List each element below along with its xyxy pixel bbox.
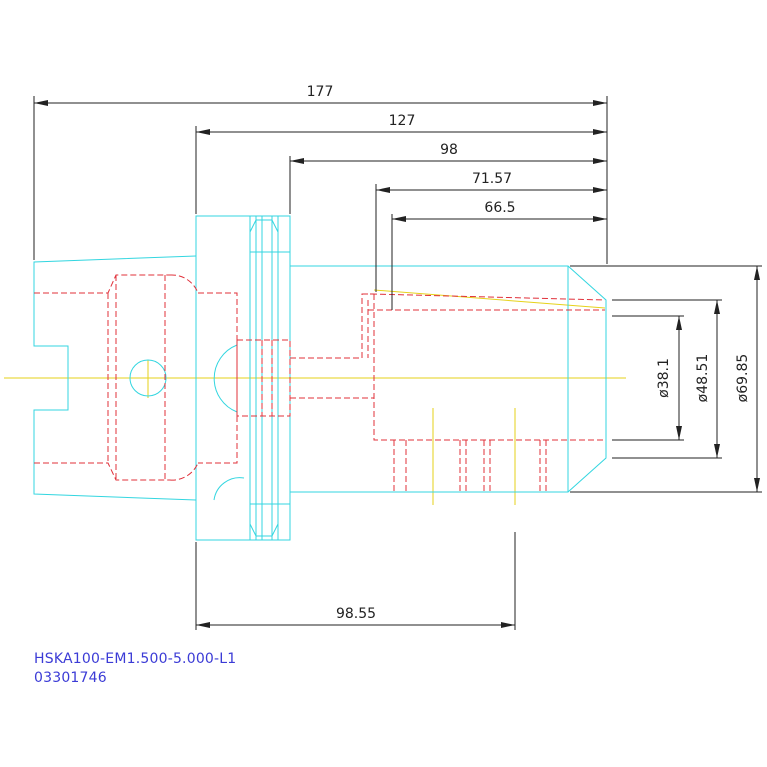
dimension-lines	[33, 96, 762, 630]
part-number-label: HSKA100-EM1.500-5.000-L1	[34, 651, 237, 667]
dim-98: 98	[440, 142, 458, 158]
centerline	[4, 289, 626, 505]
dim-177: 177	[307, 84, 334, 100]
dim-dia-38-1: ø38.1	[656, 358, 672, 398]
dim-dia-69-85: ø69.85	[735, 354, 751, 403]
dim-98-55: 98.55	[336, 606, 376, 622]
hidden-lines	[34, 274, 606, 492]
dim-dia-48-51: ø48.51	[695, 354, 711, 403]
dim-127: 127	[389, 113, 416, 129]
part-code-label: 03301746	[34, 670, 107, 686]
dim-71-57: 71.57	[472, 171, 512, 187]
dim-66-5: 66.5	[484, 200, 515, 216]
